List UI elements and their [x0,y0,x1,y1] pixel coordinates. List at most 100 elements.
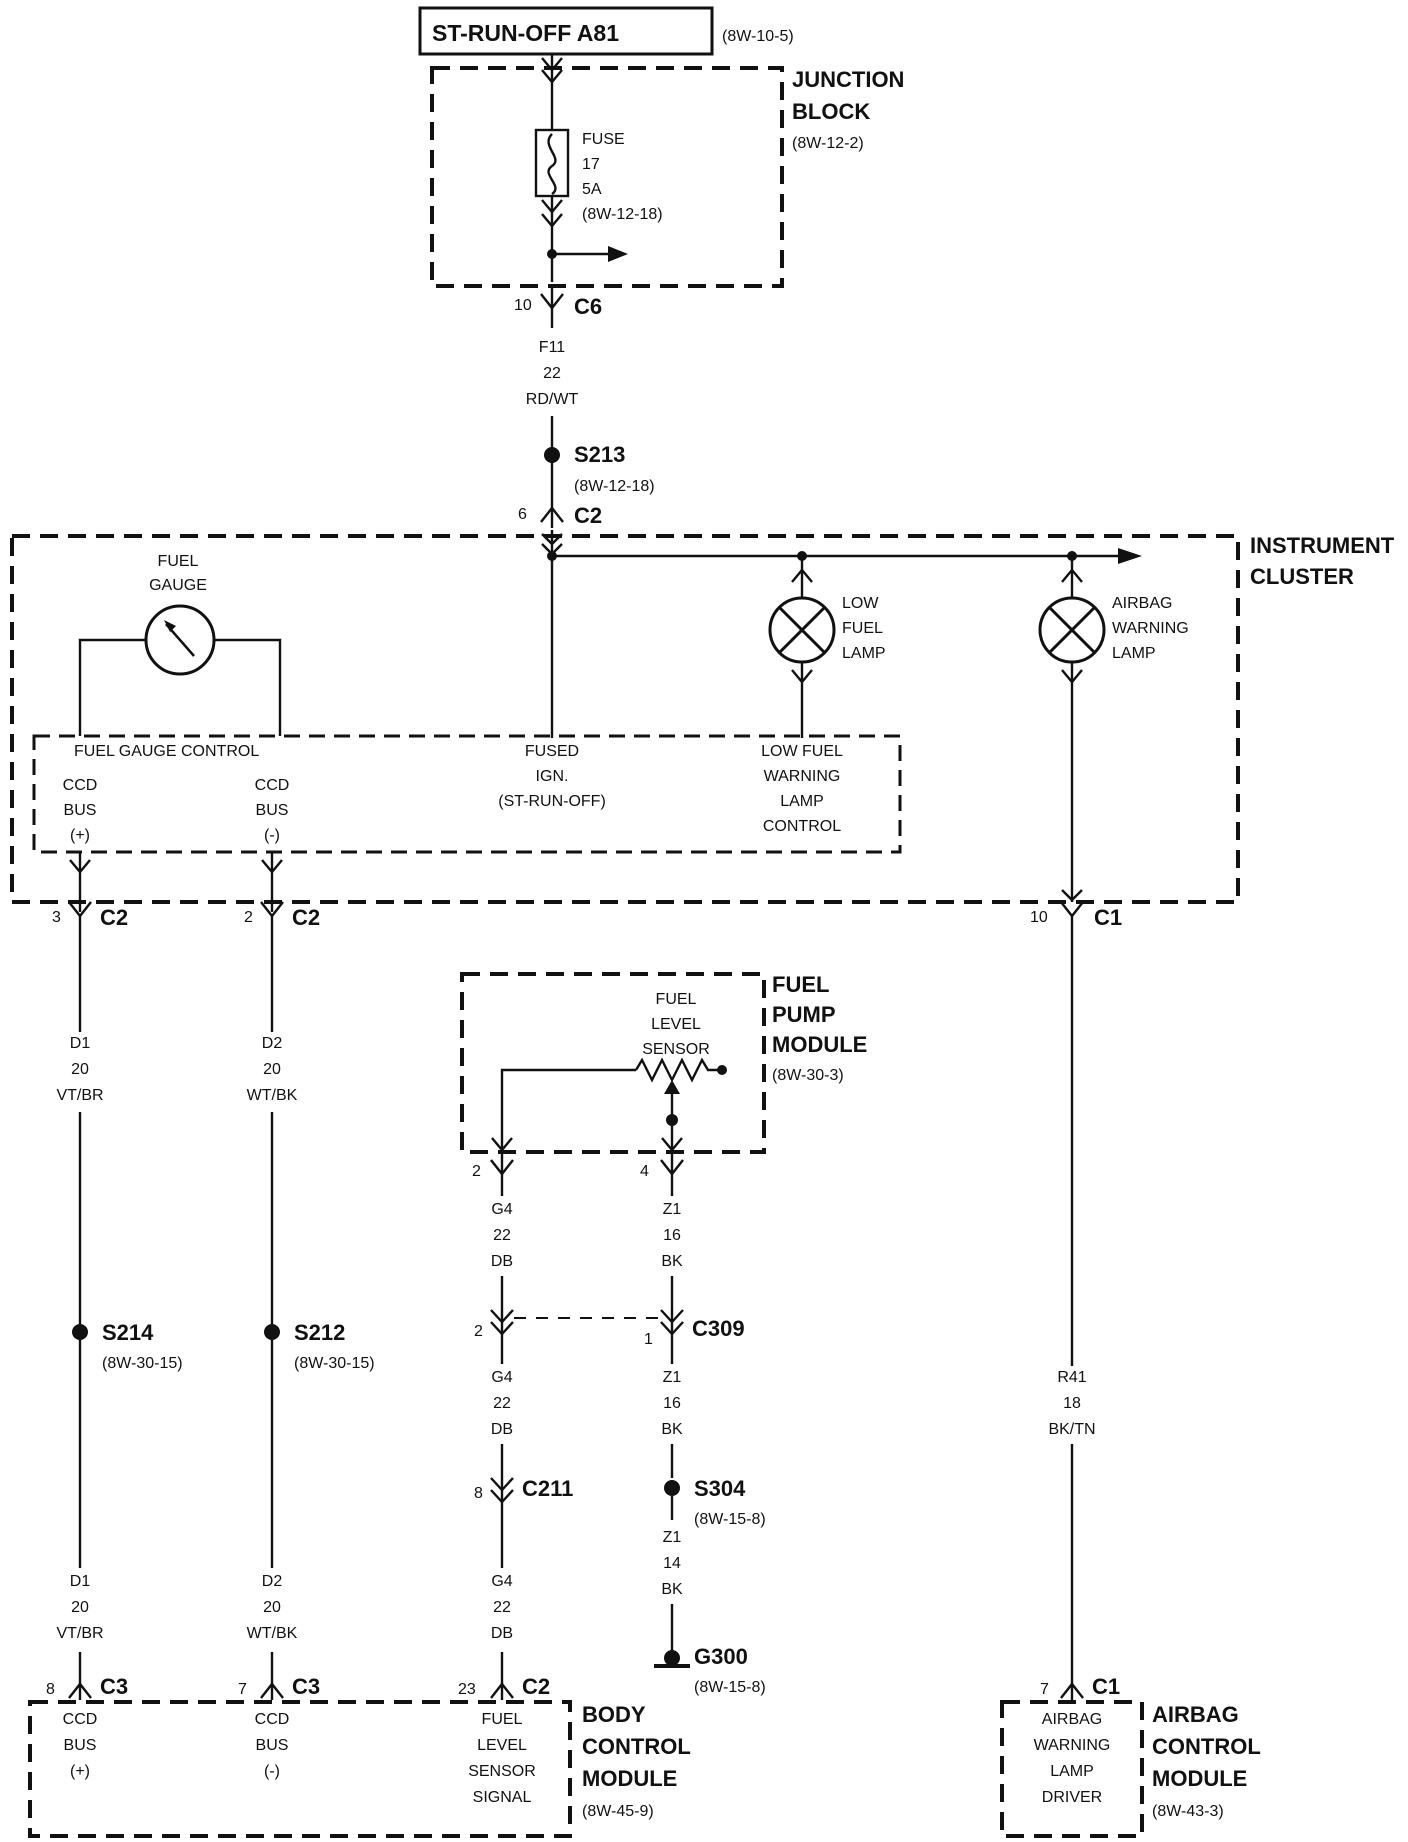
cluster-ccd-minus-3: (-) [264,827,280,844]
connector-c309: 2 1 C309 [474,1309,745,1348]
low-fuel-warning-4: CONTROL [763,818,841,835]
s304-ref: (8W-15-8) [694,1511,766,1528]
c2-top-name: C2 [574,503,602,528]
junction-block-name-1: JUNCTION [792,67,904,92]
s214-name: S214 [102,1320,154,1345]
g4-a-gauge: 22 [493,1227,511,1244]
wire-g4-b: G4 22 DB [491,1369,513,1438]
c2-bcm-name: C2 [522,1674,550,1699]
airbag-lamp-label-1: AIRBAG [1112,595,1172,612]
wire-z1-a: Z1 16 BK [661,1201,683,1270]
c211-name: C211 [522,1476,573,1501]
body-control-module: BODY CONTROL MODULE (8W-45-9) CCD BUS (+… [28,1700,691,1838]
c2-top-pin: 6 [518,506,527,523]
c3-left-pin: 8 [46,1681,55,1698]
r41-color: BK/TN [1048,1421,1095,1438]
bcm-fuel-level-4: SIGNAL [473,1789,532,1806]
connector-c1-acm: 7 C1 [1040,1674,1120,1699]
connector-c2-bcm: 23 C2 [458,1674,550,1699]
junction-block-name-2: BLOCK [792,99,870,124]
fuse-number: 17 [582,156,600,173]
airbag-lamp-label-2: WARNING [1112,620,1189,637]
c1-top-pin: 10 [1030,909,1048,926]
d1-top-gauge: 20 [71,1061,89,1078]
wire-d1-bot: D1 20 VT/BR [50,1570,110,1656]
wire-z1-c: Z1 14 BK [661,1529,683,1598]
wire-d1-top: D1 20 VT/BR [56,1035,103,1104]
z1-a-color: BK [661,1253,683,1270]
d2-top-gauge: 20 [263,1061,281,1078]
bcm-ccd-minus-3: (-) [264,1763,280,1780]
splice-s304: S304 (8W-15-8) [664,1476,766,1528]
g4-b-circuit: G4 [491,1369,512,1386]
low-fuel-lamp-label-2: FUEL [842,620,883,637]
g4-a-circuit: G4 [491,1201,512,1218]
instrument-cluster: INSTRUMENT CLUSTER LOW FUEL LAMP [10,530,1395,912]
variable-resistor-icon [634,1057,720,1083]
bus-arrow-icon [1118,548,1142,564]
airbag-lamp-icon [1038,596,1106,664]
fuel-gauge-icon [144,604,216,676]
fused-ign-3: (ST-RUN-OFF) [498,793,606,810]
connector-c211: 8 C211 [474,1476,573,1504]
g4-c-gauge: 22 [493,1599,511,1616]
d1-bot-color: VT/BR [56,1625,103,1642]
bcm-name-2: CONTROL [582,1734,691,1759]
circuit-title-ref: (8W-10-5) [722,28,794,45]
sensor-label-2: LEVEL [651,1016,701,1033]
acm-name-2: CONTROL [1152,1734,1261,1759]
title-box: ST-RUN-OFF A81 (8W-10-5) [418,6,794,56]
circuit-title: ST-RUN-OFF A81 [432,20,619,46]
d2-bot-color: WT/BK [247,1625,298,1642]
wire-g4-a: G4 22 DB [491,1201,513,1270]
acm-driver-1: AIRBAG [1042,1711,1102,1728]
connector-c3-right: 7 C3 [238,1674,320,1699]
z1-b-circuit: Z1 [663,1369,682,1386]
c2-left1-name: C2 [100,905,128,930]
airbag-lamp-label-3: LAMP [1112,645,1156,662]
g4-b-gauge: 22 [493,1395,511,1412]
c309-name: C309 [692,1316,745,1341]
bcm-ref: (8W-45-9) [582,1803,654,1820]
bcm-ccd-plus-1: CCD [63,1711,98,1728]
low-fuel-lamp-label-1: LOW [842,595,879,612]
c309-right-pin: 1 [644,1331,653,1348]
s213-name: S213 [574,442,625,467]
connector-c2-left2: 2 C2 [244,901,320,930]
s214-ref: (8W-30-15) [102,1355,183,1372]
bcm-ccd-plus-2: BUS [64,1737,97,1754]
fuel-gauge-label-2: GAUGE [149,577,207,594]
s212-ref: (8W-30-15) [294,1355,375,1372]
c1-acm-name: C1 [1092,1674,1120,1699]
c309-left-pin: 2 [474,1323,483,1340]
fuse-ref: (8W-12-18) [582,206,663,223]
bcm-name-3: MODULE [582,1766,677,1791]
junction-block-ref: (8W-12-2) [792,135,864,152]
acm-driver-3: LAMP [1050,1763,1094,1780]
z1-c-color: BK [661,1581,683,1598]
fuel-gauge-control-label: FUEL GAUGE CONTROL [74,743,259,760]
branch-arrow-icon [608,246,628,262]
splice-s212: S212 (8W-30-15) [264,1320,375,1372]
c1-acm-pin: 7 [1040,1681,1049,1698]
fuse-rating: 5A [582,181,602,198]
d2-top-color: WT/BK [247,1087,298,1104]
low-fuel-warning-2: WARNING [764,768,841,785]
c6-pin: 10 [514,297,532,314]
cluster-ccd-minus-2: BUS [256,802,289,819]
fuel-gauge-label-1: FUEL [158,553,199,570]
d1-top-circuit: D1 [70,1035,91,1052]
cluster-ccd-plus-2: BUS [64,802,97,819]
g4-c-color: DB [491,1625,513,1642]
wire-d2-top: D2 20 WT/BK [247,1035,298,1104]
cluster-ccd-plus-1: CCD [63,777,98,794]
g300-name: G300 [694,1644,748,1669]
wire-r41: R41 18 BK/TN [1048,1369,1095,1438]
acm-name-1: AIRBAG [1152,1702,1239,1727]
fuel-pump-name-1: FUEL [772,972,829,997]
bcm-fuel-level-1: FUEL [482,1711,523,1728]
z1-c-gauge: 14 [663,1555,681,1572]
d1-bot-circuit: D1 [70,1573,91,1590]
airbag-control-module: AIRBAG CONTROL MODULE (8W-43-3) AIRBAG W… [1000,1700,1261,1838]
